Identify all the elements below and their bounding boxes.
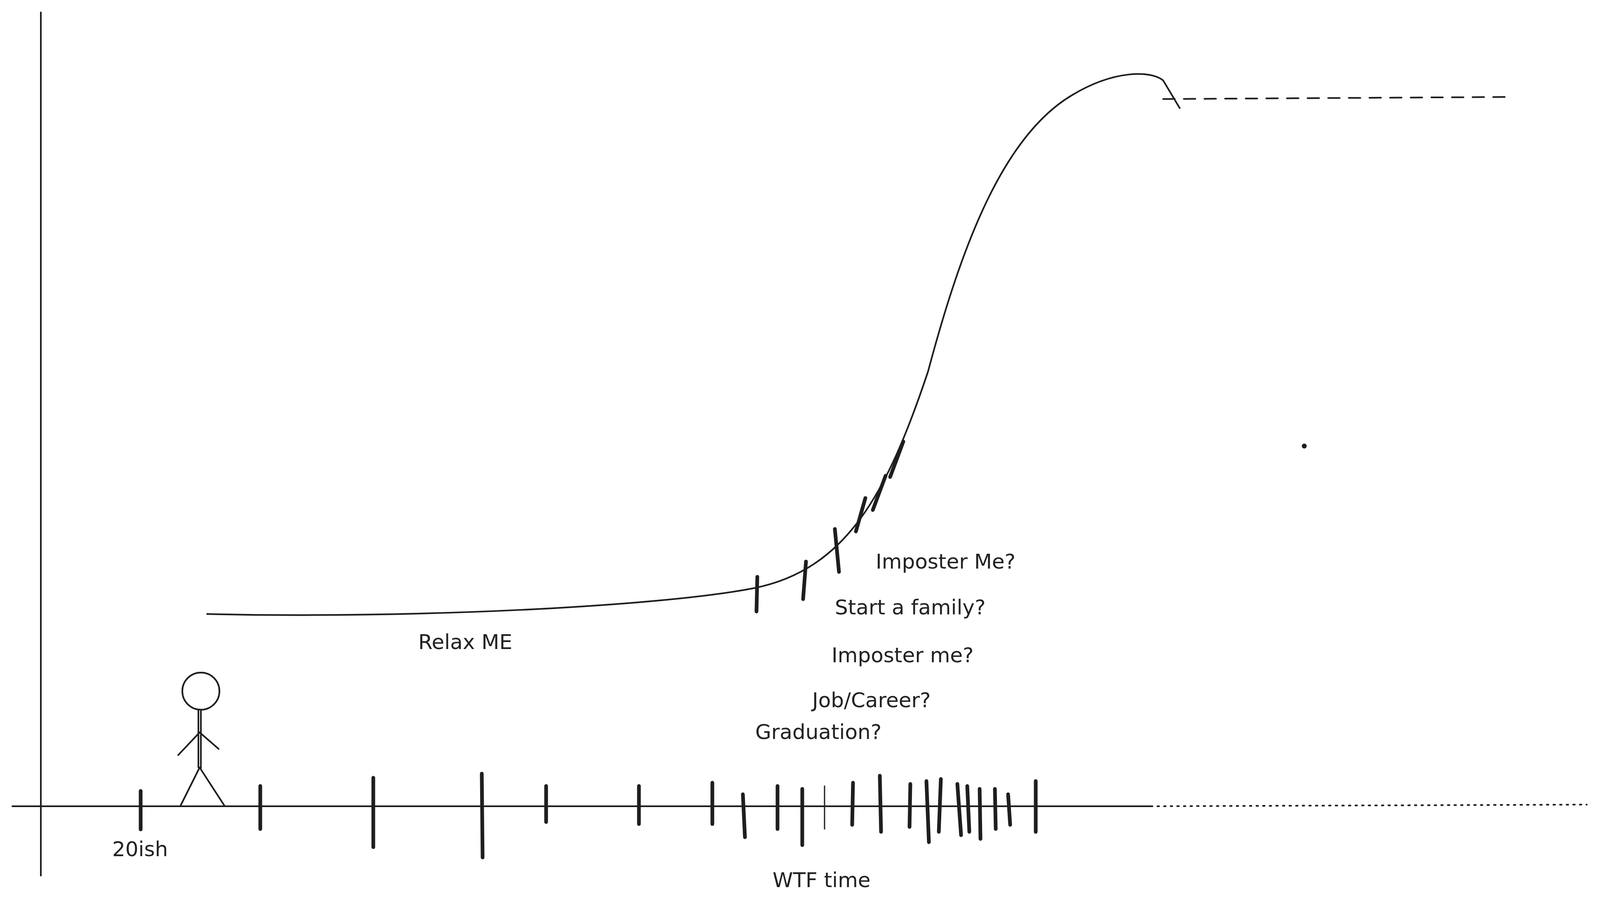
plateau-dashed bbox=[1163, 96, 1509, 99]
stray-dot bbox=[1301, 443, 1307, 449]
annotation-label: WTF time bbox=[772, 868, 871, 892]
stick-figure bbox=[178, 672, 225, 806]
annotation-label: 20ish bbox=[112, 837, 168, 861]
age-ticks bbox=[140, 773, 1036, 858]
x-axis-future bbox=[1150, 804, 1587, 806]
annotation-label: Start a family? bbox=[834, 596, 986, 619]
annotation-label: Graduation? bbox=[755, 720, 882, 744]
life-curve bbox=[207, 73, 1180, 615]
annotation-label: Job/Career? bbox=[812, 688, 931, 712]
y-axis bbox=[40, 12, 42, 876]
curve-hatches bbox=[756, 441, 904, 612]
annotation-label: Relax ME bbox=[418, 630, 513, 654]
annotation-label: Imposter me? bbox=[831, 643, 974, 667]
annotation-label: Imposter Me? bbox=[875, 550, 1016, 573]
